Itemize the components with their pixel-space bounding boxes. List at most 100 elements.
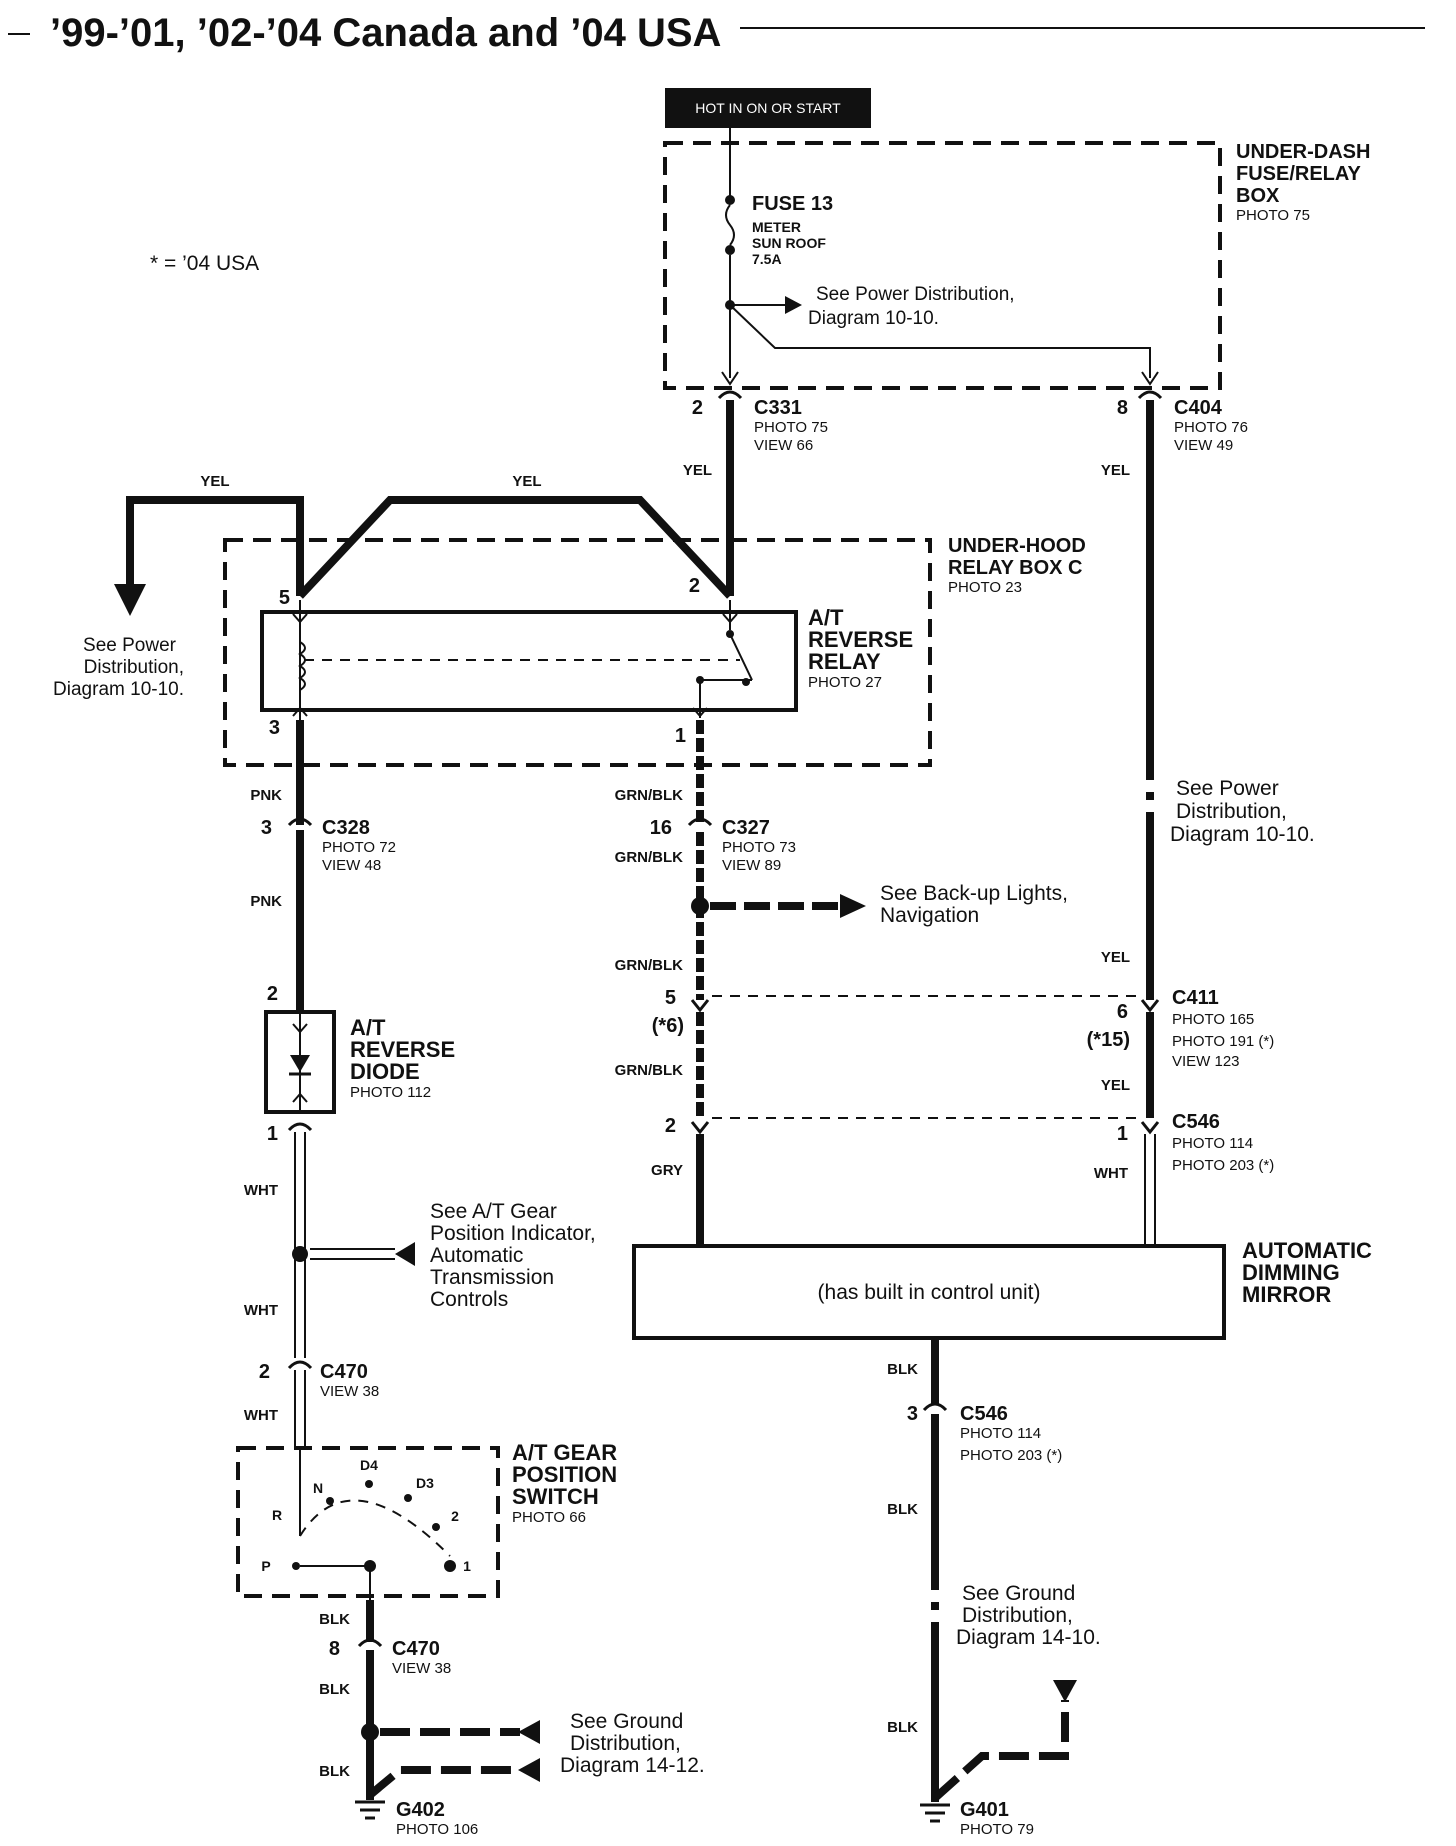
fuse-terminal-bottom — [725, 245, 735, 255]
wire-grn-blk-2: GRN/BLK — [615, 849, 683, 866]
gear-pos-1: 1 — [463, 1558, 471, 1574]
gear-pos-d4: D4 — [360, 1457, 378, 1473]
wht-splice — [292, 1246, 308, 1262]
blk-splice-left — [361, 1723, 379, 1741]
c404-branch-wire — [729, 304, 1151, 378]
page-title: ’99-’01, ’02-’04 Canada and ’04 USA — [50, 11, 721, 55]
ground-left-line2: Distribution, — [570, 1732, 681, 1755]
c470-top-view: VIEW 38 — [320, 1383, 379, 1400]
diode-symbol-icon — [290, 1055, 310, 1072]
c331-pin: 2 — [692, 397, 703, 419]
c404-photo: PHOTO 76 — [1174, 419, 1248, 436]
arrow-left-icon-3 — [518, 1758, 540, 1782]
hot-label: HOT IN ON OR START — [695, 100, 841, 116]
gear-switch-photo: PHOTO 66 — [512, 1509, 586, 1526]
wire-blk-left-2: BLK — [319, 1681, 350, 1698]
backup-note-line2: Navigation — [880, 904, 979, 927]
relay-pin2-arrow-icon — [722, 613, 738, 624]
c328-pin: 3 — [261, 817, 272, 839]
ground-right-line3: Diagram 14-10. — [956, 1626, 1101, 1649]
c328-view: VIEW 48 — [322, 857, 381, 874]
gear-pos-n: N — [313, 1480, 323, 1496]
hot-label-box — [665, 88, 871, 128]
c404-connector-icon — [1137, 390, 1163, 400]
c411-pin-right: 6 — [1117, 1001, 1128, 1023]
c411-photo1: PHOTO 165 — [1172, 1011, 1254, 1028]
c470-bottom-connector-icon — [357, 1638, 383, 1648]
mirror-name-2: DIMMING — [1242, 1260, 1340, 1285]
g401-photo: PHOTO 79 — [960, 1821, 1034, 1838]
relay-name-2: REVERSE — [808, 627, 913, 652]
g402-photo: PHOTO 106 — [396, 1821, 478, 1838]
gear-pos-r: R — [272, 1507, 282, 1523]
yel-wire-jumper — [297, 496, 733, 599]
c546-top-pin-right: 1 — [1117, 1123, 1128, 1145]
fuse-name: FUSE 13 — [752, 193, 833, 215]
relay-pin-3: 3 — [269, 717, 280, 739]
see-power-left-line2: Distribution, — [84, 657, 184, 678]
gear-contact-d4 — [365, 1480, 373, 1488]
reverse-relay-body — [260, 610, 798, 712]
c331-name: C331 — [754, 397, 802, 419]
under-hood-relay-box-outline — [223, 538, 932, 767]
dimming-mirror-body — [632, 1244, 1226, 1340]
c331-view: VIEW 66 — [754, 437, 813, 454]
c331-arrow-icon — [721, 371, 739, 386]
c546-bottom-photo2: PHOTO 203 (*) — [960, 1447, 1062, 1464]
c404-view: VIEW 49 — [1174, 437, 1233, 454]
c411-right-connector-icon — [1140, 999, 1160, 1013]
relay-pin-5: 5 — [279, 587, 290, 609]
c470-bottom-view: VIEW 38 — [392, 1660, 451, 1677]
relay-pin1-arrow-icon — [692, 707, 708, 718]
wire-wht-right: WHT — [1094, 1165, 1128, 1182]
mirror-text: (has built in control unit) — [818, 1281, 1041, 1304]
relay-pin5-arrow-icon — [292, 613, 308, 624]
c411-view: VIEW 123 — [1172, 1053, 1240, 1070]
wire-pnk-1: PNK — [250, 787, 282, 804]
wire-blk-right-1: BLK — [887, 1361, 918, 1378]
ground-left-line3: Diagram 14-12. — [560, 1754, 705, 1777]
wire-grn-blk-4: GRN/BLK — [615, 1062, 683, 1079]
c546-bottom-name: C546 — [960, 1403, 1008, 1425]
gear-switch-outline — [236, 1446, 500, 1598]
g402-name: G402 — [396, 1799, 445, 1821]
gear-note-line4: Transmission — [430, 1266, 554, 1289]
c546-top-photo2: PHOTO 203 (*) — [1172, 1157, 1274, 1174]
relay-name-3: RELAY — [808, 649, 881, 674]
yel-wire-left-exit — [126, 496, 304, 596]
c331-connector-icon — [717, 390, 743, 400]
see-power-right-line1: See Power — [1176, 777, 1279, 800]
c411-name: C411 — [1172, 987, 1219, 1009]
c327-pin: 16 — [650, 817, 672, 839]
fuse-box-name-2: FUSE/RELAY — [1236, 163, 1362, 185]
diode-pin-top: 2 — [267, 983, 278, 1005]
wire-wht-3: WHT — [244, 1407, 278, 1424]
c546-top-right-connector-icon — [1140, 1121, 1160, 1135]
gear-pos-2: 2 — [451, 1508, 459, 1524]
gear-pos-d3: D3 — [416, 1475, 434, 1491]
gear-contact-p — [292, 1562, 300, 1570]
gear-contact-n — [326, 1497, 334, 1505]
gear-contact-arc — [299, 1499, 451, 1557]
gear-contact-2 — [432, 1523, 440, 1531]
wire-blk-right-3: BLK — [887, 1719, 918, 1736]
c327-view: VIEW 89 — [722, 857, 781, 874]
c411-left-connector-icon — [690, 999, 710, 1013]
c546-top-name: C546 — [1172, 1111, 1220, 1133]
ground-right-line2: Distribution, — [962, 1604, 1073, 1627]
under-dash-fuse-box-outline — [663, 141, 1222, 390]
ground-right-line1: See Ground — [962, 1582, 1075, 1605]
c411-photo2: PHOTO 191 (*) — [1172, 1033, 1274, 1050]
c470-top-name: C470 — [320, 1361, 368, 1383]
see-power-left-line1: See Power — [83, 635, 177, 656]
arrow-left-icon-2 — [518, 1720, 540, 1744]
relay-switch-arm — [729, 633, 753, 681]
c546-top-left-connector-icon — [690, 1121, 710, 1135]
see-power-right-line2: Distribution, — [1176, 800, 1287, 823]
c411-pin-left-alt: (*6) — [652, 1015, 684, 1037]
c331-photo: PHOTO 75 — [754, 419, 828, 436]
arrow-left-icon — [395, 1242, 415, 1266]
c327-photo: PHOTO 73 — [722, 839, 796, 856]
grn-blk-splice — [691, 897, 709, 915]
gear-contact-d3 — [404, 1494, 412, 1502]
